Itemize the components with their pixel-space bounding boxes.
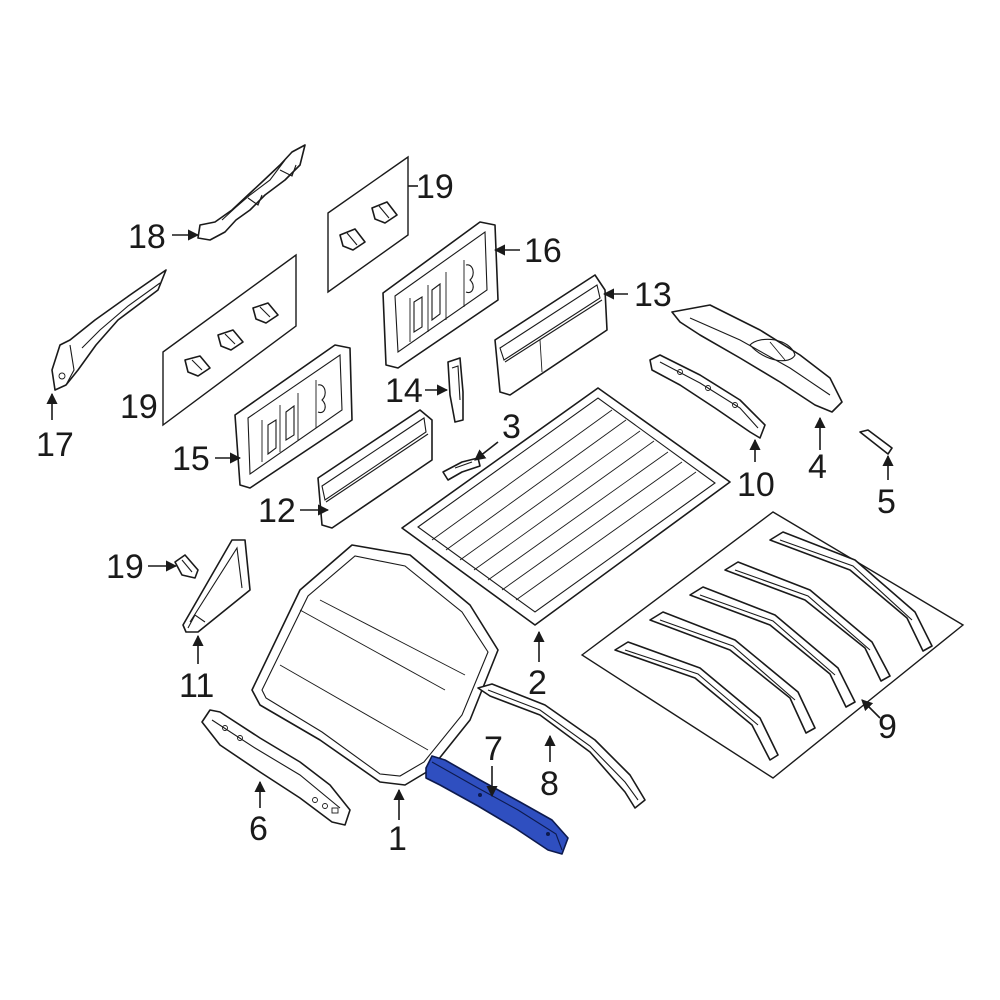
callout-9: 9 <box>878 708 897 746</box>
part-14-bracket[interactable] <box>447 357 464 423</box>
callout-2: 2 <box>528 664 547 702</box>
callout-14: 14 <box>385 372 423 410</box>
callout-3: 3 <box>502 408 521 446</box>
part-10-cross-rail[interactable] <box>649 354 766 439</box>
callout-19-lower: 19 <box>106 548 144 586</box>
part-15-back-panel[interactable] <box>234 344 353 489</box>
part-19-group-left[interactable] <box>162 253 297 427</box>
callout-19-right: 19 <box>416 168 454 206</box>
part-2-roof-panel[interactable] <box>401 387 731 626</box>
callout-13: 13 <box>634 276 672 314</box>
part-5-clip[interactable] <box>859 429 893 455</box>
leader-3 <box>474 441 499 461</box>
part-11-gusset[interactable] <box>182 539 251 633</box>
part-8-side-rail[interactable] <box>477 683 646 809</box>
callout-18: 18 <box>128 218 166 256</box>
part-9-roof-bows[interactable] <box>580 511 965 779</box>
leader-lines <box>46 185 894 820</box>
callout-11: 11 <box>179 667 214 705</box>
part-1-roof-outer[interactable] <box>251 544 499 786</box>
callout-10: 10 <box>737 466 775 504</box>
part-18-rail-bracket[interactable] <box>197 144 306 241</box>
part-17-pillar-trim[interactable] <box>51 269 167 391</box>
part-4-rear-header[interactable] <box>671 304 843 413</box>
callout-15: 15 <box>172 440 210 478</box>
callout-1: 1 <box>388 820 407 858</box>
callout-12: 12 <box>258 492 296 530</box>
callout-17: 17 <box>36 426 74 464</box>
part-3-clip[interactable] <box>442 457 481 481</box>
callout-5: 5 <box>877 483 896 521</box>
part-19-group-right[interactable] <box>327 155 409 294</box>
callout-6: 6 <box>249 810 268 848</box>
part-6-front-header[interactable] <box>201 709 351 826</box>
part-16-back-panel[interactable] <box>382 221 499 369</box>
callout-7: 7 <box>484 730 503 768</box>
part-7-roof-cross-member[interactable] <box>425 755 569 855</box>
callout-8: 8 <box>540 765 559 803</box>
part-19-small-bracket[interactable] <box>174 554 199 579</box>
callout-19-left: 19 <box>120 388 158 426</box>
part-12-side-panel[interactable] <box>317 409 433 529</box>
callout-4: 4 <box>808 448 827 486</box>
part-13-side-panel[interactable] <box>494 274 608 396</box>
leader-9 <box>861 699 881 719</box>
callout-labels: 1 2 3 4 5 6 7 8 9 10 11 12 13 14 15 16 1… <box>36 168 897 858</box>
callout-16: 16 <box>524 232 562 270</box>
